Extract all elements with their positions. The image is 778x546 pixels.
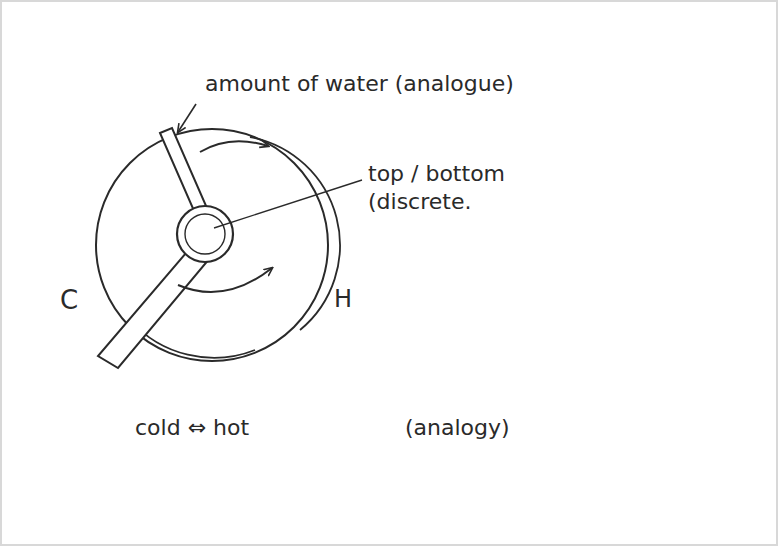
rotation-arrow xyxy=(200,141,268,152)
handwritten-note: amount of water (analogue) xyxy=(205,70,514,98)
center-button xyxy=(177,206,233,262)
handwritten-note: (analogy) xyxy=(405,414,510,442)
handwritten-note: H xyxy=(334,284,352,314)
rotation-arrow xyxy=(178,268,272,292)
center-button-inner xyxy=(185,214,225,254)
handwritten-note: C xyxy=(60,284,78,317)
handwritten-note: cold ⇔ hot xyxy=(135,414,249,442)
knob-inner-rim xyxy=(250,137,340,330)
leader-line xyxy=(214,180,362,228)
leader-line xyxy=(178,104,196,132)
handwritten-note: top / bottom (discrete. xyxy=(368,160,546,215)
lever-handle xyxy=(98,246,210,368)
